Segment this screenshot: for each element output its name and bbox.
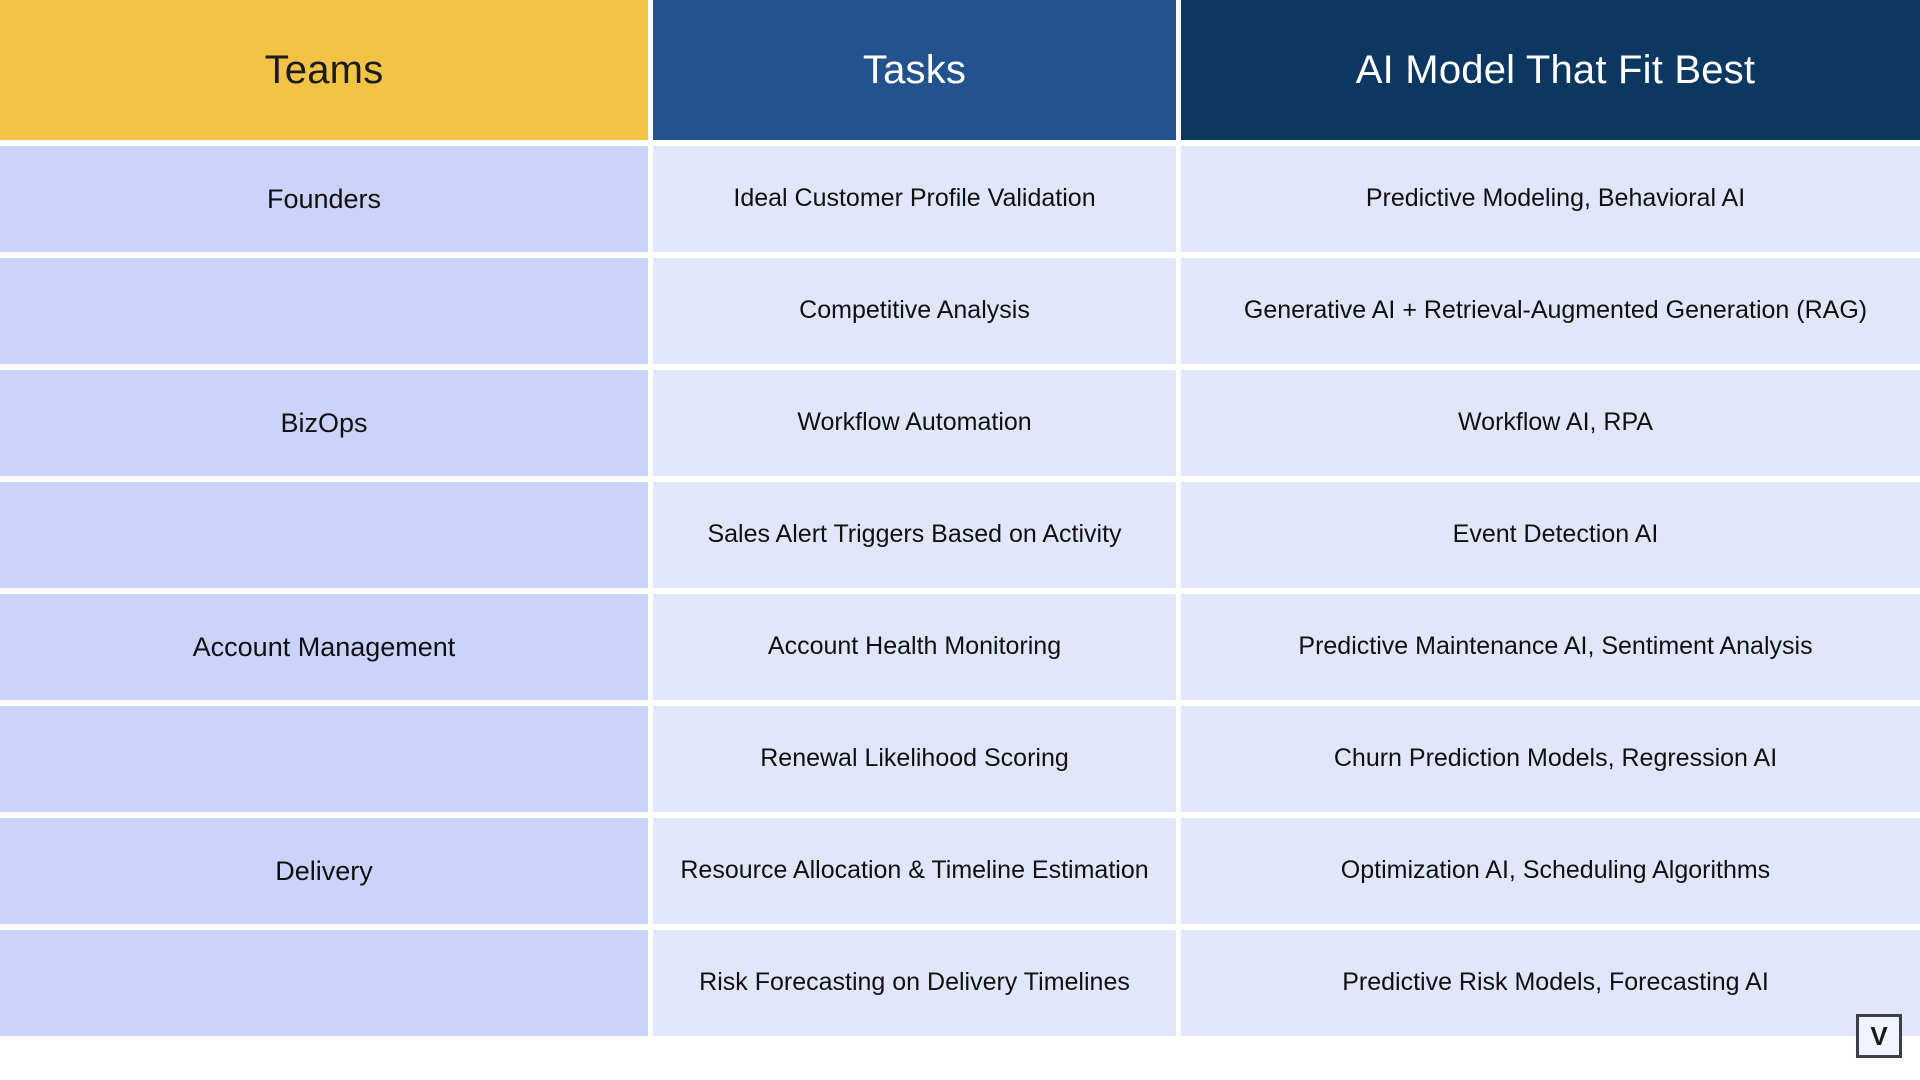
table-cell-model-label: Workflow AI, RPA	[1458, 408, 1653, 437]
column-header-tasks[interactable]: Tasks	[653, 0, 1176, 140]
table-cell-task[interactable]: Sales Alert Triggers Based on Activity	[653, 482, 1176, 588]
table-cell-model[interactable]: Churn Prediction Models, Regression AI	[1181, 706, 1920, 812]
table-cell-team[interactable]: Account Management	[0, 594, 648, 700]
table-cell-model-label: Predictive Risk Models, Forecasting AI	[1342, 968, 1769, 997]
table-cell-model-label: Churn Prediction Models, Regression AI	[1333, 744, 1778, 773]
table-cell-task[interactable]: Renewal Likelihood Scoring	[653, 706, 1176, 812]
column-header-tasks-label: Tasks	[862, 48, 967, 92]
table-cell-task-label: Ideal Customer Profile Validation	[733, 184, 1096, 213]
column-header-teams[interactable]: Teams	[0, 0, 648, 140]
table-cell-team[interactable]	[0, 706, 648, 812]
table-cell-task[interactable]: Ideal Customer Profile Validation	[653, 146, 1176, 252]
table-cell-team[interactable]	[0, 258, 648, 364]
table-cell-task[interactable]: Resource Allocation & Timeline Estimatio…	[653, 818, 1176, 924]
chevron-down-icon[interactable]: V	[1856, 1014, 1902, 1058]
table-cell-model[interactable]: Predictive Risk Models, Forecasting AI	[1181, 930, 1920, 1036]
teams-tasks-ai-table: Teams Tasks AI Model That Fit Best Found…	[0, 0, 1920, 1036]
table-cell-team-label: Delivery	[275, 855, 373, 886]
table-cell-task[interactable]: Workflow Automation	[653, 370, 1176, 476]
column-header-ai-model-label: AI Model That Fit Best	[1355, 48, 1756, 92]
table-cell-task[interactable]: Competitive Analysis	[653, 258, 1176, 364]
table-cell-task[interactable]: Account Health Monitoring	[653, 594, 1176, 700]
table-cell-model[interactable]: Optimization AI, Scheduling Algorithms	[1181, 818, 1920, 924]
column-header-ai-model[interactable]: AI Model That Fit Best	[1181, 0, 1920, 140]
table-cell-task-label: Account Health Monitoring	[767, 632, 1062, 661]
table-cell-task[interactable]: Risk Forecasting on Delivery Timelines	[653, 930, 1176, 1036]
table-cell-team[interactable]	[0, 930, 648, 1036]
table-cell-model-label: Predictive Maintenance AI, Sentiment Ana…	[1298, 632, 1813, 661]
table-cell-task-label: Competitive Analysis	[799, 296, 1030, 325]
table-cell-model-label: Event Detection AI	[1452, 520, 1659, 549]
table-cell-team[interactable]	[0, 482, 648, 588]
chevron-down-icon-glyph: V	[1870, 1021, 1888, 1051]
table-cell-team-label: Account Management	[192, 631, 456, 662]
table-cell-model-label: Predictive Modeling, Behavioral AI	[1365, 184, 1746, 213]
table-cell-task-label: Resource Allocation & Timeline Estimatio…	[680, 856, 1149, 885]
table-cell-task-label: Risk Forecasting on Delivery Timelines	[699, 968, 1130, 997]
table-cell-team-label: Founders	[266, 183, 382, 214]
table-cell-team-label: BizOps	[280, 407, 368, 438]
table-cell-team[interactable]: BizOps	[0, 370, 648, 476]
table-cell-team[interactable]: Founders	[0, 146, 648, 252]
table-cell-task-label: Sales Alert Triggers Based on Activity	[707, 520, 1122, 549]
table-cell-team[interactable]: Delivery	[0, 818, 648, 924]
table-cell-model[interactable]: Event Detection AI	[1181, 482, 1920, 588]
table-cell-model[interactable]: Predictive Modeling, Behavioral AI	[1181, 146, 1920, 252]
table-cell-task-label: Workflow Automation	[797, 408, 1032, 437]
table-cell-model-label: Generative AI + Retrieval-Augmented Gene…	[1243, 296, 1868, 325]
table-cell-model[interactable]: Workflow AI, RPA	[1181, 370, 1920, 476]
table-cell-model-label: Optimization AI, Scheduling Algorithms	[1340, 856, 1771, 885]
column-header-teams-label: Teams	[264, 48, 384, 92]
table-cell-task-label: Renewal Likelihood Scoring	[760, 744, 1069, 773]
table-cell-model[interactable]: Generative AI + Retrieval-Augmented Gene…	[1181, 258, 1920, 364]
table-cell-model[interactable]: Predictive Maintenance AI, Sentiment Ana…	[1181, 594, 1920, 700]
